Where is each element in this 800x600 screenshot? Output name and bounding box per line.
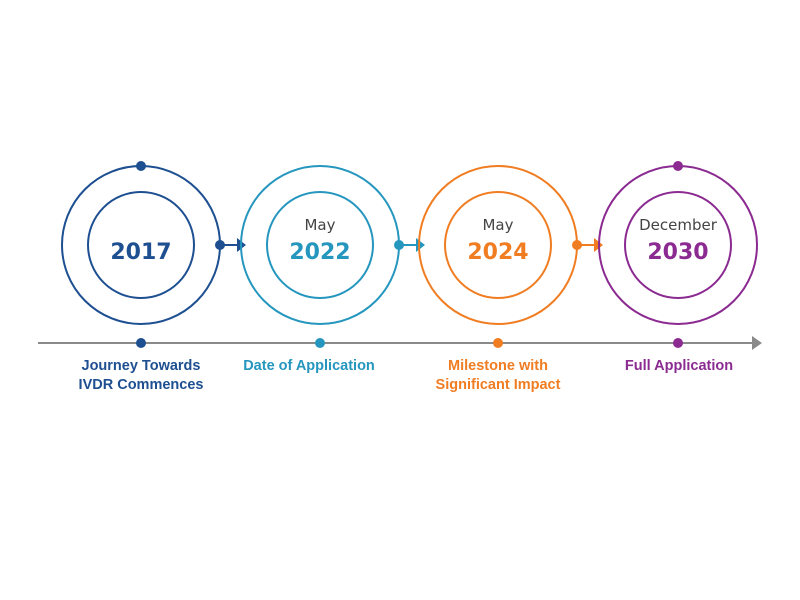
year-2017: 2017	[110, 240, 171, 265]
label-line: Date of Application	[243, 358, 375, 374]
milestone-label-2024: Milestone with Significant Impact	[398, 357, 598, 395]
label-line: Full Application	[624, 358, 734, 374]
milestone-2017: 2017	[61, 161, 221, 348]
milestone-label-2017: Journey Towards IVDR Commences	[41, 357, 241, 395]
label-line: IVDR Commences	[78, 377, 204, 393]
label-line: Significant Impact	[435, 377, 561, 393]
month-2022: May	[304, 216, 335, 234]
axis-arrow-icon	[752, 336, 762, 350]
connector-arrow-icon	[394, 238, 425, 252]
year-2030: 2030	[647, 240, 708, 265]
milestone-label-2030: Full Application	[579, 357, 779, 376]
milestone-2022: May 2022	[240, 165, 400, 348]
milestone-2030: December 2030	[598, 161, 758, 348]
axis-dot-2024	[493, 338, 503, 348]
label-line: Milestone with	[448, 358, 548, 374]
month-2030: December	[639, 216, 718, 234]
axis-dot-2030	[673, 338, 683, 348]
milestone-2024: May 2024	[418, 165, 578, 348]
milestone-label-2022: Date of Application	[209, 357, 409, 376]
year-2022: 2022	[289, 240, 350, 265]
month-2024: May	[482, 216, 513, 234]
year-2024: 2024	[467, 240, 528, 265]
axis-dot-2017	[136, 338, 146, 348]
label-line: Journey Towards	[81, 358, 201, 374]
axis-dot-2022	[315, 338, 325, 348]
